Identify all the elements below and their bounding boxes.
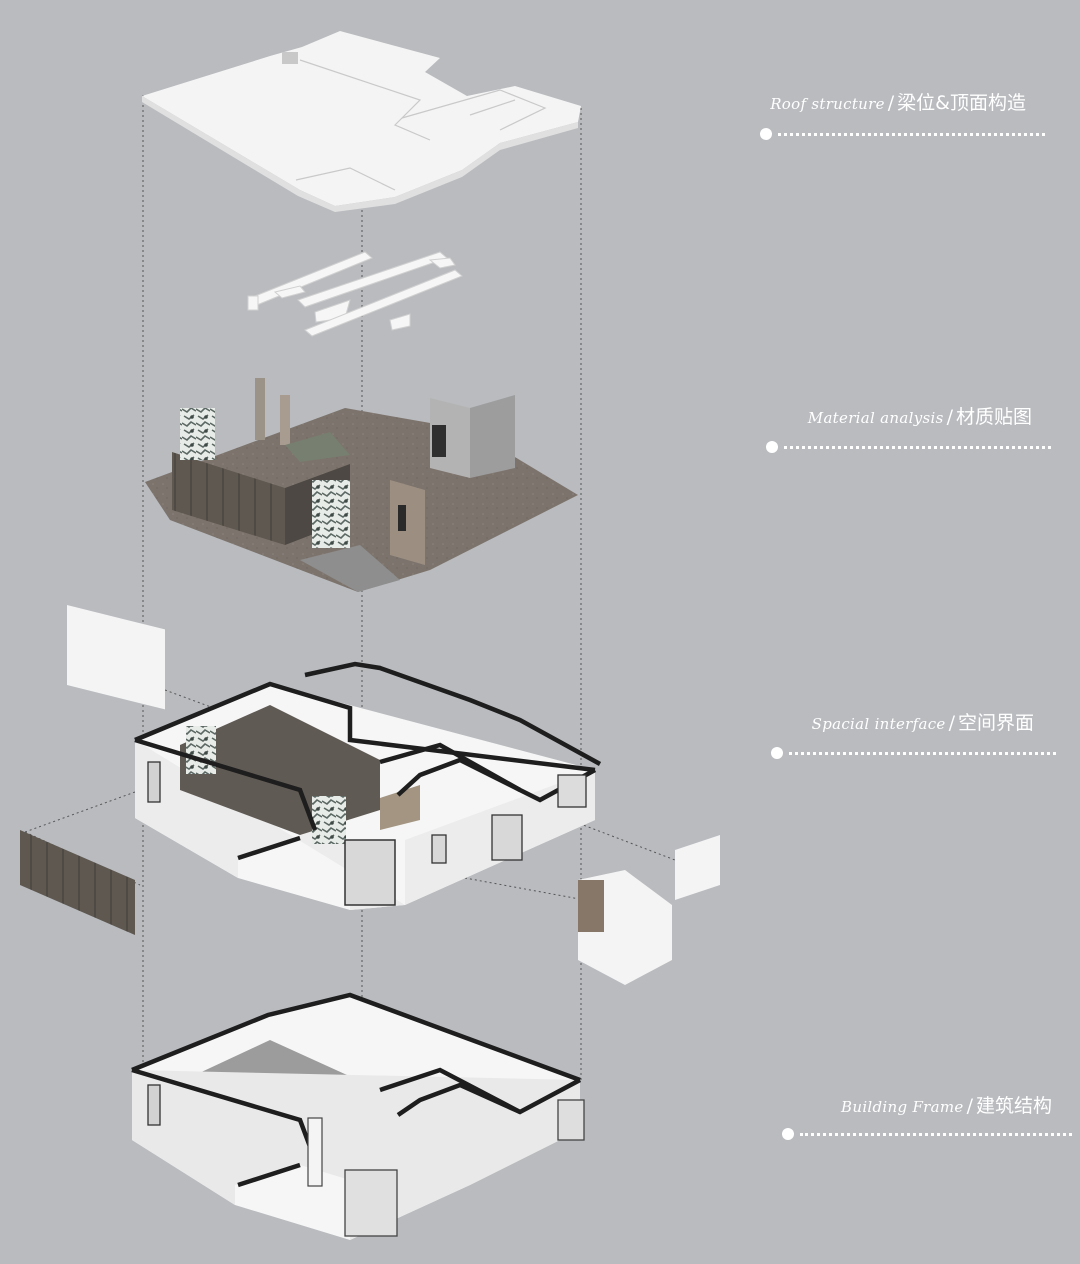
interface-layer	[20, 605, 720, 985]
leader-roof	[760, 128, 1045, 140]
frame-layer	[131, 992, 585, 1240]
leader-frame	[782, 1128, 1072, 1140]
roof-beams	[247, 251, 463, 337]
leader-dot	[766, 441, 778, 453]
label-zh: 材质贴图	[955, 406, 1032, 428]
label-separator: /	[948, 712, 955, 734]
label-zh: 空间界面	[957, 712, 1034, 734]
layer-label-interface: Spacial interface/空间界面	[812, 708, 1034, 735]
leader-dot	[782, 1128, 794, 1140]
material-layer	[145, 378, 578, 592]
guide-lines	[24, 95, 676, 1120]
leader-line	[784, 446, 1051, 449]
leader-dot	[771, 747, 783, 759]
leader-interface	[771, 747, 1056, 759]
label-separator: /	[966, 1095, 973, 1117]
leader-line	[800, 1133, 1072, 1136]
label-separator: /	[946, 406, 953, 428]
roof-slab	[142, 31, 581, 212]
leader-dot	[760, 128, 772, 140]
label-en: Building Frame	[841, 1098, 964, 1116]
leader-line	[789, 752, 1056, 755]
label-separator: /	[887, 92, 895, 114]
label-en: Spacial interface	[811, 715, 946, 733]
leader-material	[766, 441, 1051, 453]
label-en: Material analysis	[807, 409, 944, 427]
layer-label-frame: Building Frame/建筑结构	[841, 1091, 1052, 1118]
layer-label-material: Material analysis/材质贴图	[808, 402, 1032, 429]
label-en: Roof structure	[770, 95, 885, 113]
label-zh: 建筑结构	[975, 1095, 1052, 1117]
layer-label-roof: Roof structure/梁位&顶面构造	[770, 88, 1026, 115]
leader-line	[778, 133, 1045, 136]
label-zh: 梁位&顶面构造	[897, 92, 1026, 114]
